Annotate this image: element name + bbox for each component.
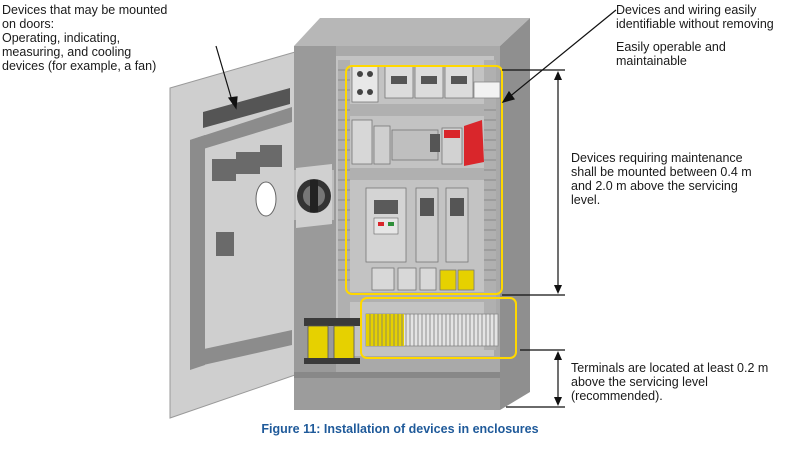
maintenance-zone-highlight: [345, 65, 503, 295]
dimension-terminals: [506, 349, 565, 408]
door-devices-arrow: [215, 45, 234, 105]
transformer: [304, 318, 360, 364]
terminal-strip: [365, 313, 499, 347]
wiring-identifiable-label: Devices and wiring easily identifiable w…: [616, 3, 774, 31]
terminal-height-label: Terminals are located at least 0.2 m abo…: [571, 361, 769, 403]
drive-modules: [365, 187, 469, 263]
operable-maintainable-label: Easily operable and maintainable: [616, 40, 726, 68]
red-indicator: [444, 130, 460, 138]
relay-row: [351, 119, 484, 166]
terminal-zone-highlight: [360, 297, 517, 359]
red-device: [464, 120, 484, 166]
circuit-breakers: [351, 65, 501, 103]
open-door: [169, 51, 296, 419]
door-window: [255, 181, 277, 217]
door-meter: [216, 232, 234, 256]
maintenance-height-label: Devices requiring maintenance shall be m…: [571, 151, 752, 207]
wiring-arrow: [507, 9, 617, 99]
leader-lines: [215, 9, 617, 110]
main-switch: [296, 164, 332, 228]
door-devices-label: Devices that may be mounted on doors: Op…: [2, 3, 168, 73]
door-indicator-1: [212, 159, 236, 181]
cabinet: [294, 18, 530, 410]
door-indicator-2: [236, 152, 260, 174]
small-relays: [371, 267, 475, 291]
door-fan-device: [203, 88, 290, 128]
figure-caption: Figure 11: Installation of devices in en…: [261, 422, 539, 436]
dimension-maintenance: [502, 69, 565, 296]
door-indicator-3: [260, 145, 282, 167]
